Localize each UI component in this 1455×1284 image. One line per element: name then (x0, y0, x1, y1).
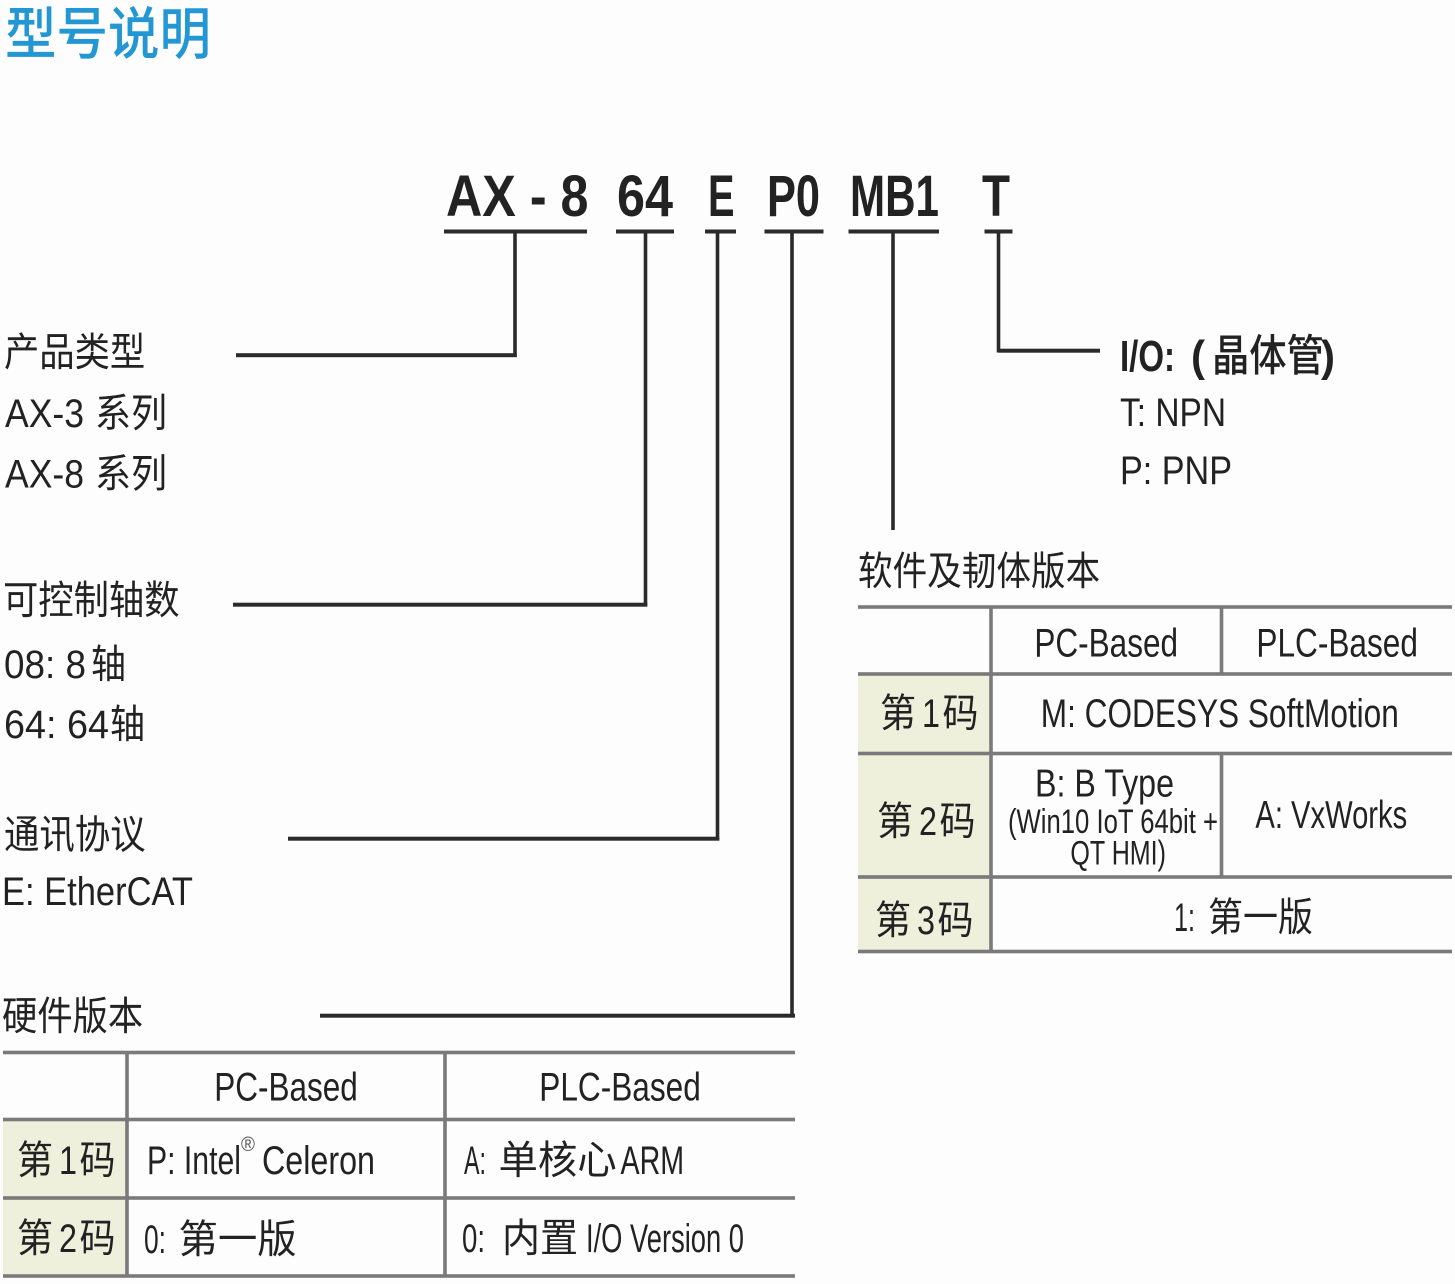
svg-text:(: ( (1191, 332, 1205, 381)
svg-text:P0: P0 (767, 164, 820, 229)
svg-text:T: NPN: T: NPN (1120, 391, 1226, 435)
svg-text:AX-8: AX-8 (5, 453, 84, 497)
svg-text:PC-Based: PC-Based (214, 1066, 358, 1110)
svg-text:3: 3 (917, 899, 935, 943)
svg-text:2: 2 (919, 800, 937, 844)
svg-text:MB1: MB1 (850, 164, 939, 229)
svg-text:(Win10 IoT 64bit +: (Win10 IoT 64bit + (1008, 803, 1218, 841)
svg-text:A: VxWorks: A: VxWorks (1255, 794, 1407, 837)
svg-text:PLC-Based: PLC-Based (539, 1066, 701, 1110)
svg-text:64: 64 (617, 164, 673, 229)
svg-text:AX - 8: AX - 8 (446, 164, 589, 229)
svg-text:): ) (1321, 332, 1335, 381)
svg-text:0:: 0: (462, 1217, 485, 1261)
svg-text:2: 2 (59, 1217, 77, 1261)
svg-text:ARM: ARM (621, 1139, 685, 1183)
svg-text:®: ® (241, 1134, 255, 1156)
svg-text:1: 1 (59, 1139, 77, 1183)
svg-text:P: PNP: P: PNP (1120, 449, 1232, 493)
svg-text:QT HMI): QT HMI) (1070, 835, 1166, 873)
svg-text:AX-3: AX-3 (5, 392, 84, 436)
svg-text:64: 64: 64: 64 (4, 703, 109, 747)
svg-text:M: CODESYS SoftMotion: M: CODESYS SoftMotion (1041, 692, 1399, 736)
svg-text:1:: 1: (1174, 896, 1195, 940)
svg-text:08: 8: 08: 8 (4, 643, 86, 687)
svg-text:T: T (982, 164, 1010, 229)
svg-text:E: E (708, 164, 735, 229)
svg-text:1: 1 (922, 692, 940, 736)
svg-text:E: EtherCAT: E: EtherCAT (2, 870, 193, 914)
svg-text:Celeron: Celeron (262, 1139, 375, 1183)
svg-text:0:: 0: (144, 1218, 166, 1262)
svg-text:PC-Based: PC-Based (1034, 622, 1178, 666)
svg-text:I/O:: I/O: (1120, 332, 1175, 381)
svg-text:I/O Version 0: I/O Version 0 (586, 1217, 744, 1261)
svg-text:A:: A: (464, 1139, 486, 1183)
svg-text:B: B Type: B: B Type (1035, 763, 1174, 806)
svg-text:P: Intel: P: Intel (147, 1139, 241, 1183)
svg-text:PLC-Based: PLC-Based (1256, 622, 1418, 666)
